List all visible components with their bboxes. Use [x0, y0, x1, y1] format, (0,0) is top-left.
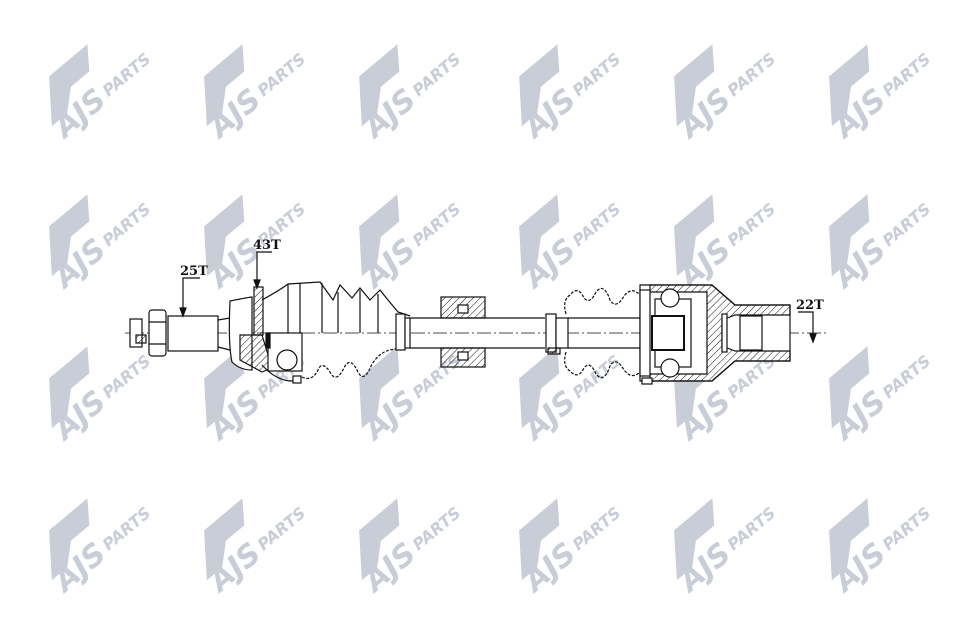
inner-boot: [564, 287, 649, 315]
svg-text:PARTS: PARTS: [254, 503, 310, 554]
ajs-parts-watermark-logo: AJS PARTS: [46, 194, 155, 296]
ajs-parts-watermark-logo: AJS PARTS: [826, 346, 935, 448]
ajs-parts-watermark-logo: AJS PARTS: [356, 194, 465, 296]
ajs-parts-watermark-logo: AJS PARTS: [826, 44, 935, 146]
dim-22T: [798, 311, 817, 344]
abs-ring: [253, 286, 264, 336]
ajs-parts-watermark-logo: AJS PARTS: [516, 194, 625, 296]
inner-cv-housing: [639, 284, 791, 385]
svg-text:PARTS: PARTS: [99, 199, 155, 250]
svg-text:PARTS: PARTS: [724, 199, 780, 250]
dim-43T: [253, 251, 272, 290]
ajs-parts-watermark-logo: AJS PARTS: [671, 44, 780, 146]
axle-nut: [129, 309, 167, 357]
svg-text:PARTS: PARTS: [879, 351, 935, 402]
outer-spline-stub: [167, 315, 219, 352]
ajs-parts-watermark-logo: AJS PARTS: [671, 194, 780, 296]
ajs-parts-watermark-logo: AJS PARTS: [826, 194, 935, 296]
svg-text:PARTS: PARTS: [879, 503, 935, 554]
ajs-parts-watermark-logo: AJS PARTS: [516, 44, 625, 146]
svg-text:PARTS: PARTS: [569, 503, 625, 554]
ajs-parts-watermark-logo: AJS PARTS: [46, 44, 155, 146]
ajs-parts-watermark-logo: AJS PARTS: [516, 498, 625, 600]
svg-text:PARTS: PARTS: [569, 199, 625, 250]
svg-text:PARTS: PARTS: [879, 49, 935, 100]
svg-text:PARTS: PARTS: [254, 49, 310, 100]
ajs-parts-watermark-logo: AJS PARTS: [46, 498, 155, 600]
svg-text:PARTS: PARTS: [409, 49, 465, 100]
ajs-parts-watermark-logo: AJS PARTS: [201, 44, 310, 146]
svg-text:PARTS: PARTS: [724, 49, 780, 100]
svg-text:PARTS: PARTS: [99, 49, 155, 100]
svg-text:PARTS: PARTS: [569, 351, 625, 402]
svg-text:PARTS: PARTS: [99, 503, 155, 554]
dim-25T: [179, 277, 200, 318]
label-43t: 43T: [253, 238, 281, 253]
label-22t: 22T: [796, 298, 824, 313]
svg-text:PARTS: PARTS: [569, 49, 625, 100]
svg-text:PARTS: PARTS: [99, 351, 155, 402]
svg-text:PARTS: PARTS: [724, 503, 780, 554]
ajs-parts-watermark-logo: AJS PARTS: [671, 498, 780, 600]
drive-shaft: [125, 251, 828, 385]
ajs-parts-watermark-logo: AJS PARTS: [356, 44, 465, 146]
vibration-damper: [440, 296, 486, 368]
svg-text:PARTS: PARTS: [879, 199, 935, 250]
ajs-parts-watermark-logo: AJS PARTS: [826, 498, 935, 600]
svg-text:PARTS: PARTS: [409, 199, 465, 250]
ajs-parts-watermark-logo: AJS PARTS: [201, 498, 310, 600]
svg-text:PARTS: PARTS: [409, 503, 465, 554]
ajs-parts-watermark-logo: AJS PARTS: [356, 498, 465, 600]
label-25t: 25T: [180, 264, 208, 279]
